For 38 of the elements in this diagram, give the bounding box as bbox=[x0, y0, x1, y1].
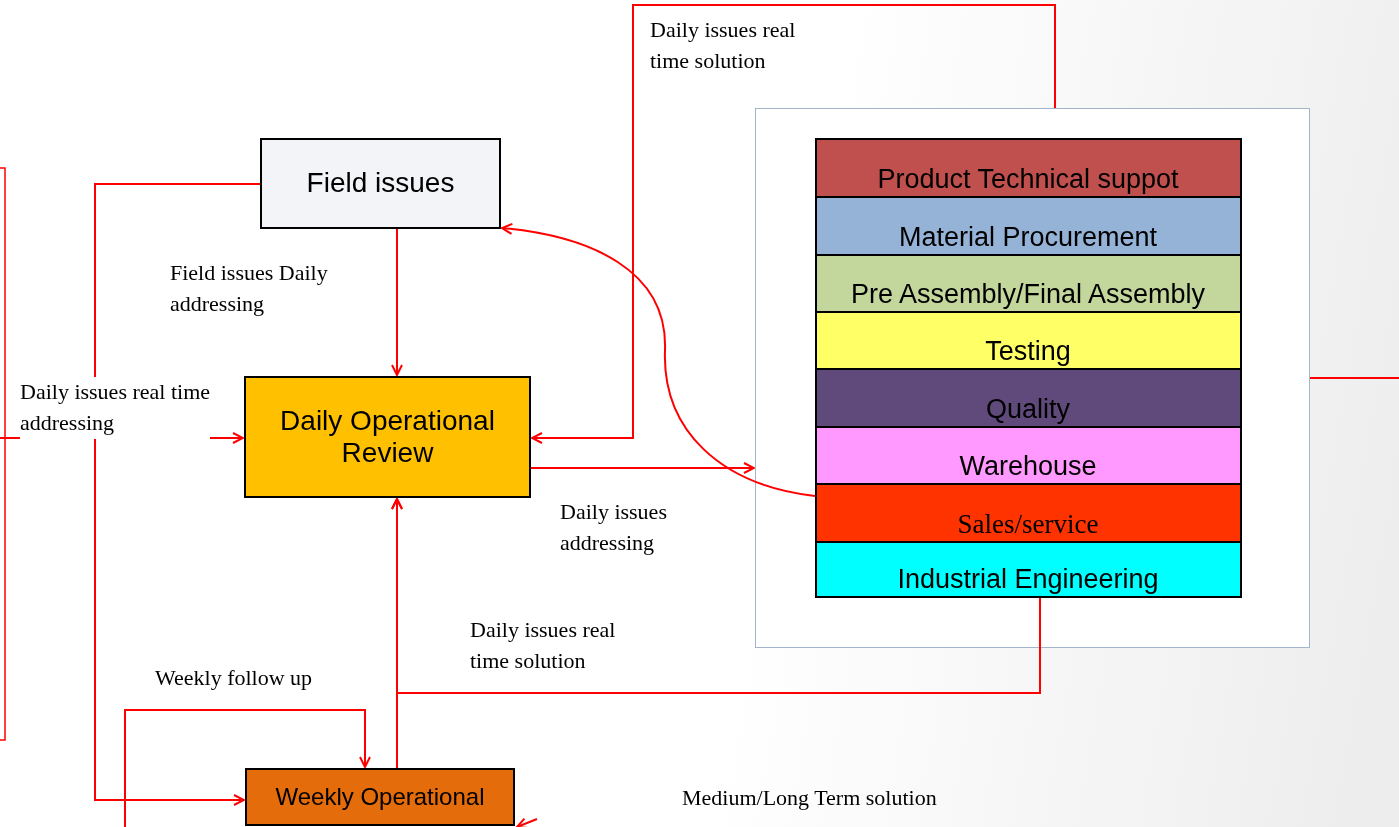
process-box bbox=[244, 376, 531, 498]
node-text: Testing bbox=[984, 336, 1072, 368]
arrow bbox=[530, 462, 755, 474]
arrow bbox=[531, 4, 1056, 444]
node-text: Weekly Operational bbox=[274, 783, 486, 811]
node-text: Product Technical suppot bbox=[876, 164, 1180, 196]
department-band bbox=[814, 425, 1242, 483]
arrow bbox=[501, 223, 816, 497]
department-band bbox=[814, 482, 1242, 541]
edge-label: Daily issues real time solution bbox=[650, 16, 797, 75]
arrow bbox=[516, 817, 538, 827]
process-box bbox=[260, 138, 501, 229]
node-text: Pre Assembly/Final Assembly bbox=[849, 279, 1207, 311]
node-text: Daily Operational Review bbox=[279, 404, 496, 470]
process-box bbox=[245, 768, 515, 826]
arrow bbox=[391, 498, 403, 769]
edge-label: Field issues Daily addressing bbox=[170, 259, 329, 318]
edge-label: Daily issues real time solution bbox=[470, 616, 617, 675]
panel-box bbox=[755, 108, 1310, 648]
node-text: Industrial Engineering bbox=[896, 564, 1160, 596]
node-text: Sales/service bbox=[956, 509, 1100, 541]
arrow bbox=[124, 709, 371, 827]
department-band bbox=[814, 540, 1242, 598]
department-band bbox=[814, 137, 1242, 196]
edge-label: Daily issues addressing bbox=[560, 498, 668, 557]
department-band bbox=[814, 367, 1242, 426]
department-band bbox=[814, 253, 1242, 311]
edge-label: Daily issues real time addressing bbox=[20, 377, 210, 439]
department-band bbox=[814, 195, 1242, 254]
node-text: Field issues bbox=[305, 167, 456, 200]
edge-label: Weekly follow up bbox=[155, 664, 314, 692]
department-band bbox=[814, 310, 1242, 368]
node-text: Quality bbox=[984, 394, 1071, 426]
note-text: Medium/Long Term solution bbox=[682, 784, 937, 812]
node-text: Material Procurement bbox=[897, 222, 1159, 254]
arrow bbox=[94, 183, 261, 806]
node-text: Warehouse bbox=[958, 451, 1098, 483]
arrow bbox=[391, 228, 403, 376]
